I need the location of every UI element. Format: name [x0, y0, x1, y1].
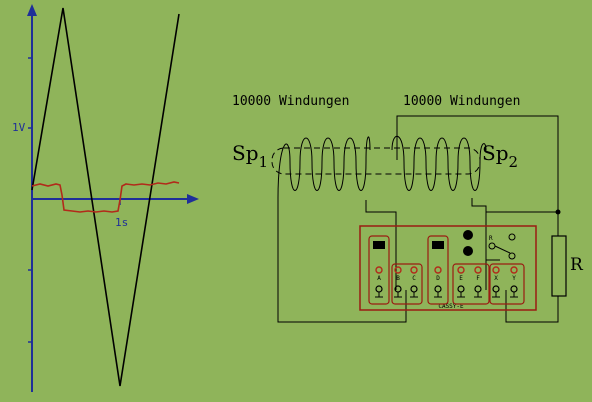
- ground-icon: [375, 292, 383, 298]
- ground-icon: [474, 292, 482, 298]
- cassy-frame: [359, 225, 537, 311]
- ground-icon: [434, 292, 442, 298]
- series-triangle-voltage: [31, 7, 180, 387]
- terminal-label-b: B: [396, 275, 400, 282]
- relay-switch-arm: [494, 245, 511, 254]
- relay-contact-1[interactable]: [488, 242, 496, 250]
- display-d-slot: [432, 241, 444, 249]
- indicator-dot-bottom: [463, 246, 473, 256]
- ground-icon: [394, 292, 402, 298]
- circuit: 10000 Windungen 10000 Windungen Sp1 Sp2: [232, 94, 584, 323]
- terminal-label-a: A: [377, 275, 381, 282]
- socket-black-d[interactable]: [434, 285, 442, 293]
- coil1-turns-label: 10000 Windungen: [232, 94, 349, 109]
- terminal-label-x: X: [494, 275, 498, 282]
- coil2-turns-label: 10000 Windungen: [403, 94, 520, 109]
- resistor-label: R: [570, 255, 584, 275]
- socket-black-e[interactable]: [457, 285, 465, 293]
- cassy-label: CASSY-E: [438, 303, 464, 310]
- wires: [277, 115, 559, 323]
- relay-contact-3[interactable]: [508, 252, 516, 260]
- socket-black-a[interactable]: [375, 285, 383, 293]
- socket-red-e[interactable]: [457, 266, 465, 274]
- indicator-dot-top: [463, 230, 473, 240]
- socket-red-d[interactable]: [434, 266, 442, 274]
- terminal-label-y: Y: [512, 275, 516, 282]
- socket-red-y[interactable]: [510, 266, 518, 274]
- coil2-name: Sp2: [482, 141, 518, 171]
- terminal-label-f: F: [476, 275, 480, 282]
- socket-red-x[interactable]: [492, 266, 500, 274]
- ground-icon: [492, 292, 500, 298]
- display-a-slot: [373, 241, 385, 249]
- socket-black-x[interactable]: [492, 285, 500, 293]
- socket-red-f[interactable]: [474, 266, 482, 274]
- series-induced-voltage: [31, 181, 180, 213]
- ground-icon: [510, 292, 518, 298]
- relay-label: R: [489, 235, 493, 242]
- socket-black-f[interactable]: [474, 285, 482, 293]
- x-axis-label: 1s: [115, 216, 128, 229]
- y-ticks: [28, 57, 32, 343]
- terminal-label-c: C: [412, 275, 416, 282]
- input-bc-frame: [391, 263, 423, 305]
- graph: 1V 1s: [12, 4, 199, 392]
- terminal-label-e: E: [459, 275, 463, 282]
- ground-icon: [457, 292, 465, 298]
- ground-icon: [410, 292, 418, 298]
- coil1-name: Sp1: [232, 141, 268, 171]
- socket-black-y[interactable]: [510, 285, 518, 293]
- coil2-windings: [391, 136, 487, 191]
- input-a-frame: [368, 235, 390, 305]
- coil1-windings: [277, 136, 371, 199]
- socket-red-c[interactable]: [410, 266, 418, 274]
- input-xy-frame: [489, 263, 525, 305]
- iron-core: [271, 147, 481, 175]
- terminal-label-d: D: [436, 275, 440, 282]
- relay-contact-2[interactable]: [508, 233, 516, 241]
- socket-red-b[interactable]: [394, 266, 402, 274]
- input-ef-frame: [452, 263, 490, 305]
- x-axis-arrow-icon: [187, 194, 199, 204]
- socket-black-c[interactable]: [410, 285, 418, 293]
- socket-red-a[interactable]: [375, 266, 383, 274]
- cassy-device: CASSY-E R A B C D E F X Y: [359, 225, 537, 311]
- y-axis-arrow-icon: [27, 4, 37, 16]
- resistor: [551, 235, 567, 297]
- junction-dot: [555, 209, 561, 215]
- y-axis-label: 1V: [12, 121, 26, 134]
- input-d-frame: [427, 235, 449, 305]
